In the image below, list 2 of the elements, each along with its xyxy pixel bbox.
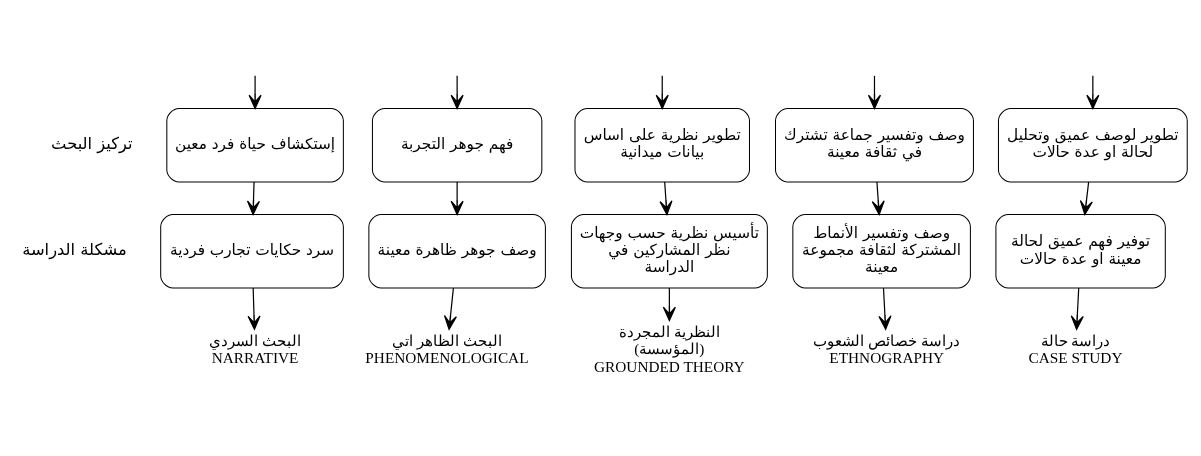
label: تركيز البحث [51,134,133,154]
label: مشكلة الدراسة [22,240,127,260]
